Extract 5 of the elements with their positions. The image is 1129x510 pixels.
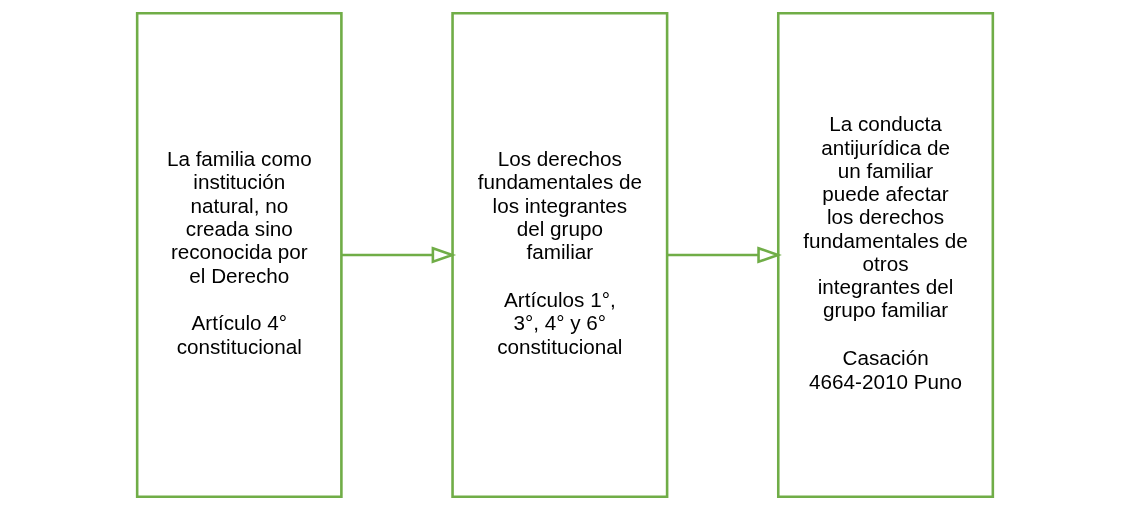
node-box: La familia como institución natural, no creada sino reconocida por el Derecho Artículo 4° constitucional [135, 12, 343, 498]
arrow [341, 246, 456, 264]
node-box: La conducta antijurídica de un familiar puede afectar los derechos fundamentales de otros integrantes del grupo familiar Casación 4664-2010 Puno [776, 12, 994, 498]
arrow [666, 246, 782, 264]
node-box: Los derechos fundamentales de los integrantes del grupo familiar Artículos 1°, 3°, 4° y 6° constitucional [450, 12, 668, 498]
